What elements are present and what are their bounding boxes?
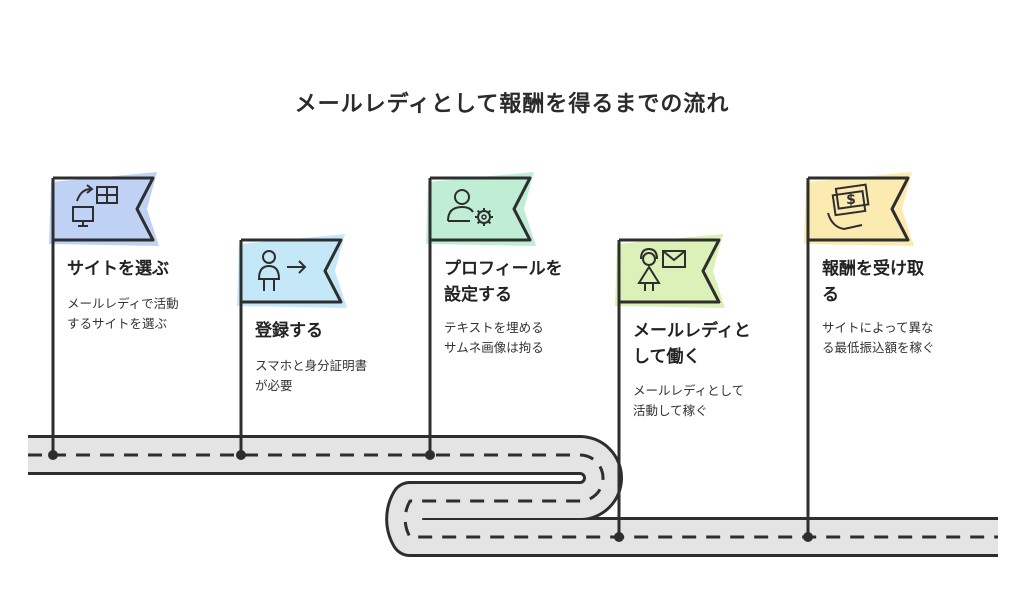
step-description-line: が必要 [255, 378, 293, 393]
flag-highlight [426, 172, 536, 246]
pole-base [803, 532, 813, 542]
site-switch-icon [72, 184, 118, 227]
step-description: サイトによって異なる最低振込額を稼ぐ [822, 318, 935, 358]
flag-outline [241, 238, 343, 304]
flag-outline [619, 238, 721, 304]
pole-base [48, 450, 58, 460]
step-description-line: 活動して稼ぐ [633, 403, 708, 418]
step-description-line: サイトによって異な [822, 320, 934, 335]
step-description-line: メールレディで活動 [67, 296, 179, 311]
step-description-line: サムネ画像は拘る [444, 340, 544, 355]
step-flag [425, 172, 536, 460]
step-description-line: するサイトを選ぶ [67, 316, 168, 331]
road [28, 435, 998, 557]
step-title-line: メールレディと [633, 321, 751, 341]
step-flags: $ [48, 172, 914, 542]
step-title-line: プロフィールを [444, 259, 563, 279]
pole-base [236, 450, 246, 460]
flag-highlight [804, 172, 914, 246]
flag-highlight [49, 172, 159, 246]
step-description-line: テキストを埋める [444, 320, 544, 335]
svg-text:$: $ [846, 192, 856, 208]
diagram-title: メールレディとして報酬を得るまでの流れ [294, 92, 730, 117]
step-title: サイトを選ぶ [67, 256, 169, 282]
step-title: メールレディとして働く [633, 318, 751, 370]
step-title-line: して働く [633, 347, 701, 367]
step-description: スマホと身分証明書が必要 [255, 356, 367, 396]
step-description: テキストを埋めるサムネ画像は拘る [444, 318, 544, 358]
step-title-line: サイトを選ぶ [67, 259, 169, 279]
profile-gear-icon [447, 189, 493, 226]
step-flag: $ [803, 172, 914, 542]
money-hand-icon: $ [827, 183, 870, 231]
step-flag [48, 172, 159, 460]
step-description-line: メールレディとして [633, 383, 745, 398]
flag-outline [808, 176, 910, 242]
pole-base [425, 450, 435, 460]
step-flag [236, 234, 347, 460]
step-title-line: る [822, 285, 839, 305]
step-title-line: 設定する [444, 285, 512, 305]
flag-highlight [237, 234, 347, 308]
step-title-line: 登録する [255, 321, 323, 341]
step-title: 報酬を受け取る [822, 256, 924, 308]
person-arrow-icon [257, 250, 307, 291]
flag-outline [430, 176, 532, 242]
step-title: 登録する [255, 318, 323, 344]
step-description: メールレディとして活動して稼ぐ [633, 381, 744, 421]
flag-highlight [615, 234, 725, 308]
pole-base [614, 532, 624, 542]
step-title-line: 報酬を受け取 [822, 259, 924, 279]
flag-outline [53, 176, 155, 242]
step-description: メールレディで活動するサイトを選ぶ [67, 294, 179, 334]
step-title: プロフィールを設定する [444, 256, 563, 308]
step-flag [614, 234, 725, 542]
step-description-line: スマホと身分証明書 [255, 358, 368, 373]
step-description-line: る最低振込額を稼ぐ [822, 340, 935, 355]
woman-mail-icon [637, 247, 686, 291]
